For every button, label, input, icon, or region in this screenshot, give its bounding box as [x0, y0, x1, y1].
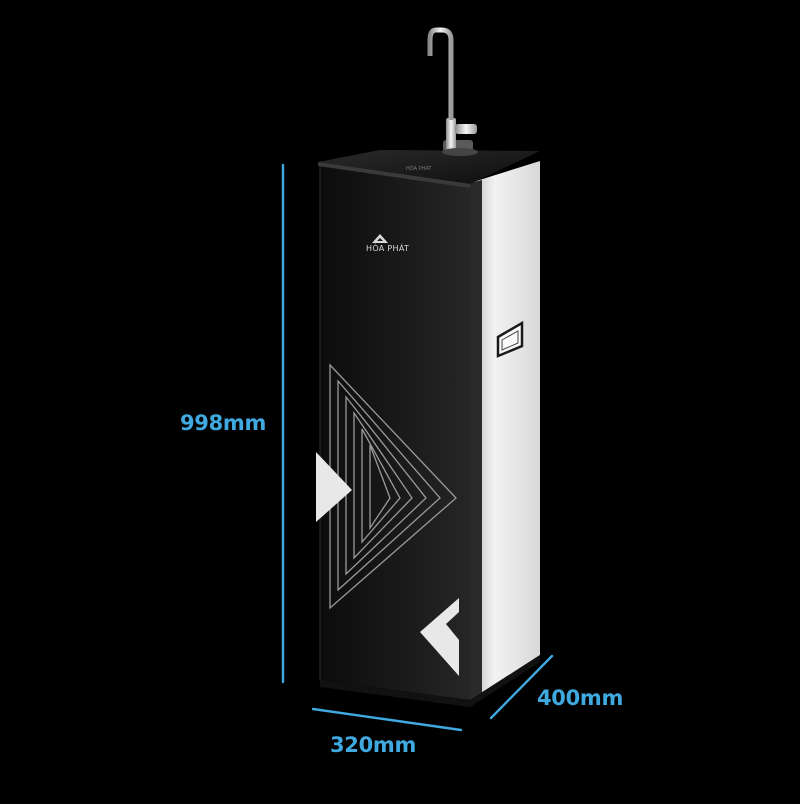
- side-panel-edge: [470, 180, 482, 700]
- dimension-lines: [281, 163, 554, 732]
- depth-label: 400mm: [537, 686, 624, 710]
- white-triangle-left: [316, 452, 352, 522]
- front-panel: [320, 163, 470, 700]
- width-dimension-line: [311, 707, 463, 732]
- top-panel: [318, 150, 540, 184]
- top-logo-mark: HÒA PHÁT: [406, 165, 432, 172]
- base: [320, 655, 540, 707]
- side-handle: [496, 320, 524, 358]
- white-arrow-bottom: [420, 598, 459, 676]
- hoaphat-logo-icon: [372, 234, 388, 243]
- width-label: 320mm: [330, 733, 417, 757]
- side-panel: [470, 161, 540, 700]
- brand-logo-text: HÒA PHÁT: [366, 244, 410, 253]
- height-label: 998mm: [180, 411, 267, 435]
- side-handle-inner: [501, 330, 519, 351]
- depth-dimension-line: [489, 654, 554, 720]
- faucet: [427, 27, 478, 156]
